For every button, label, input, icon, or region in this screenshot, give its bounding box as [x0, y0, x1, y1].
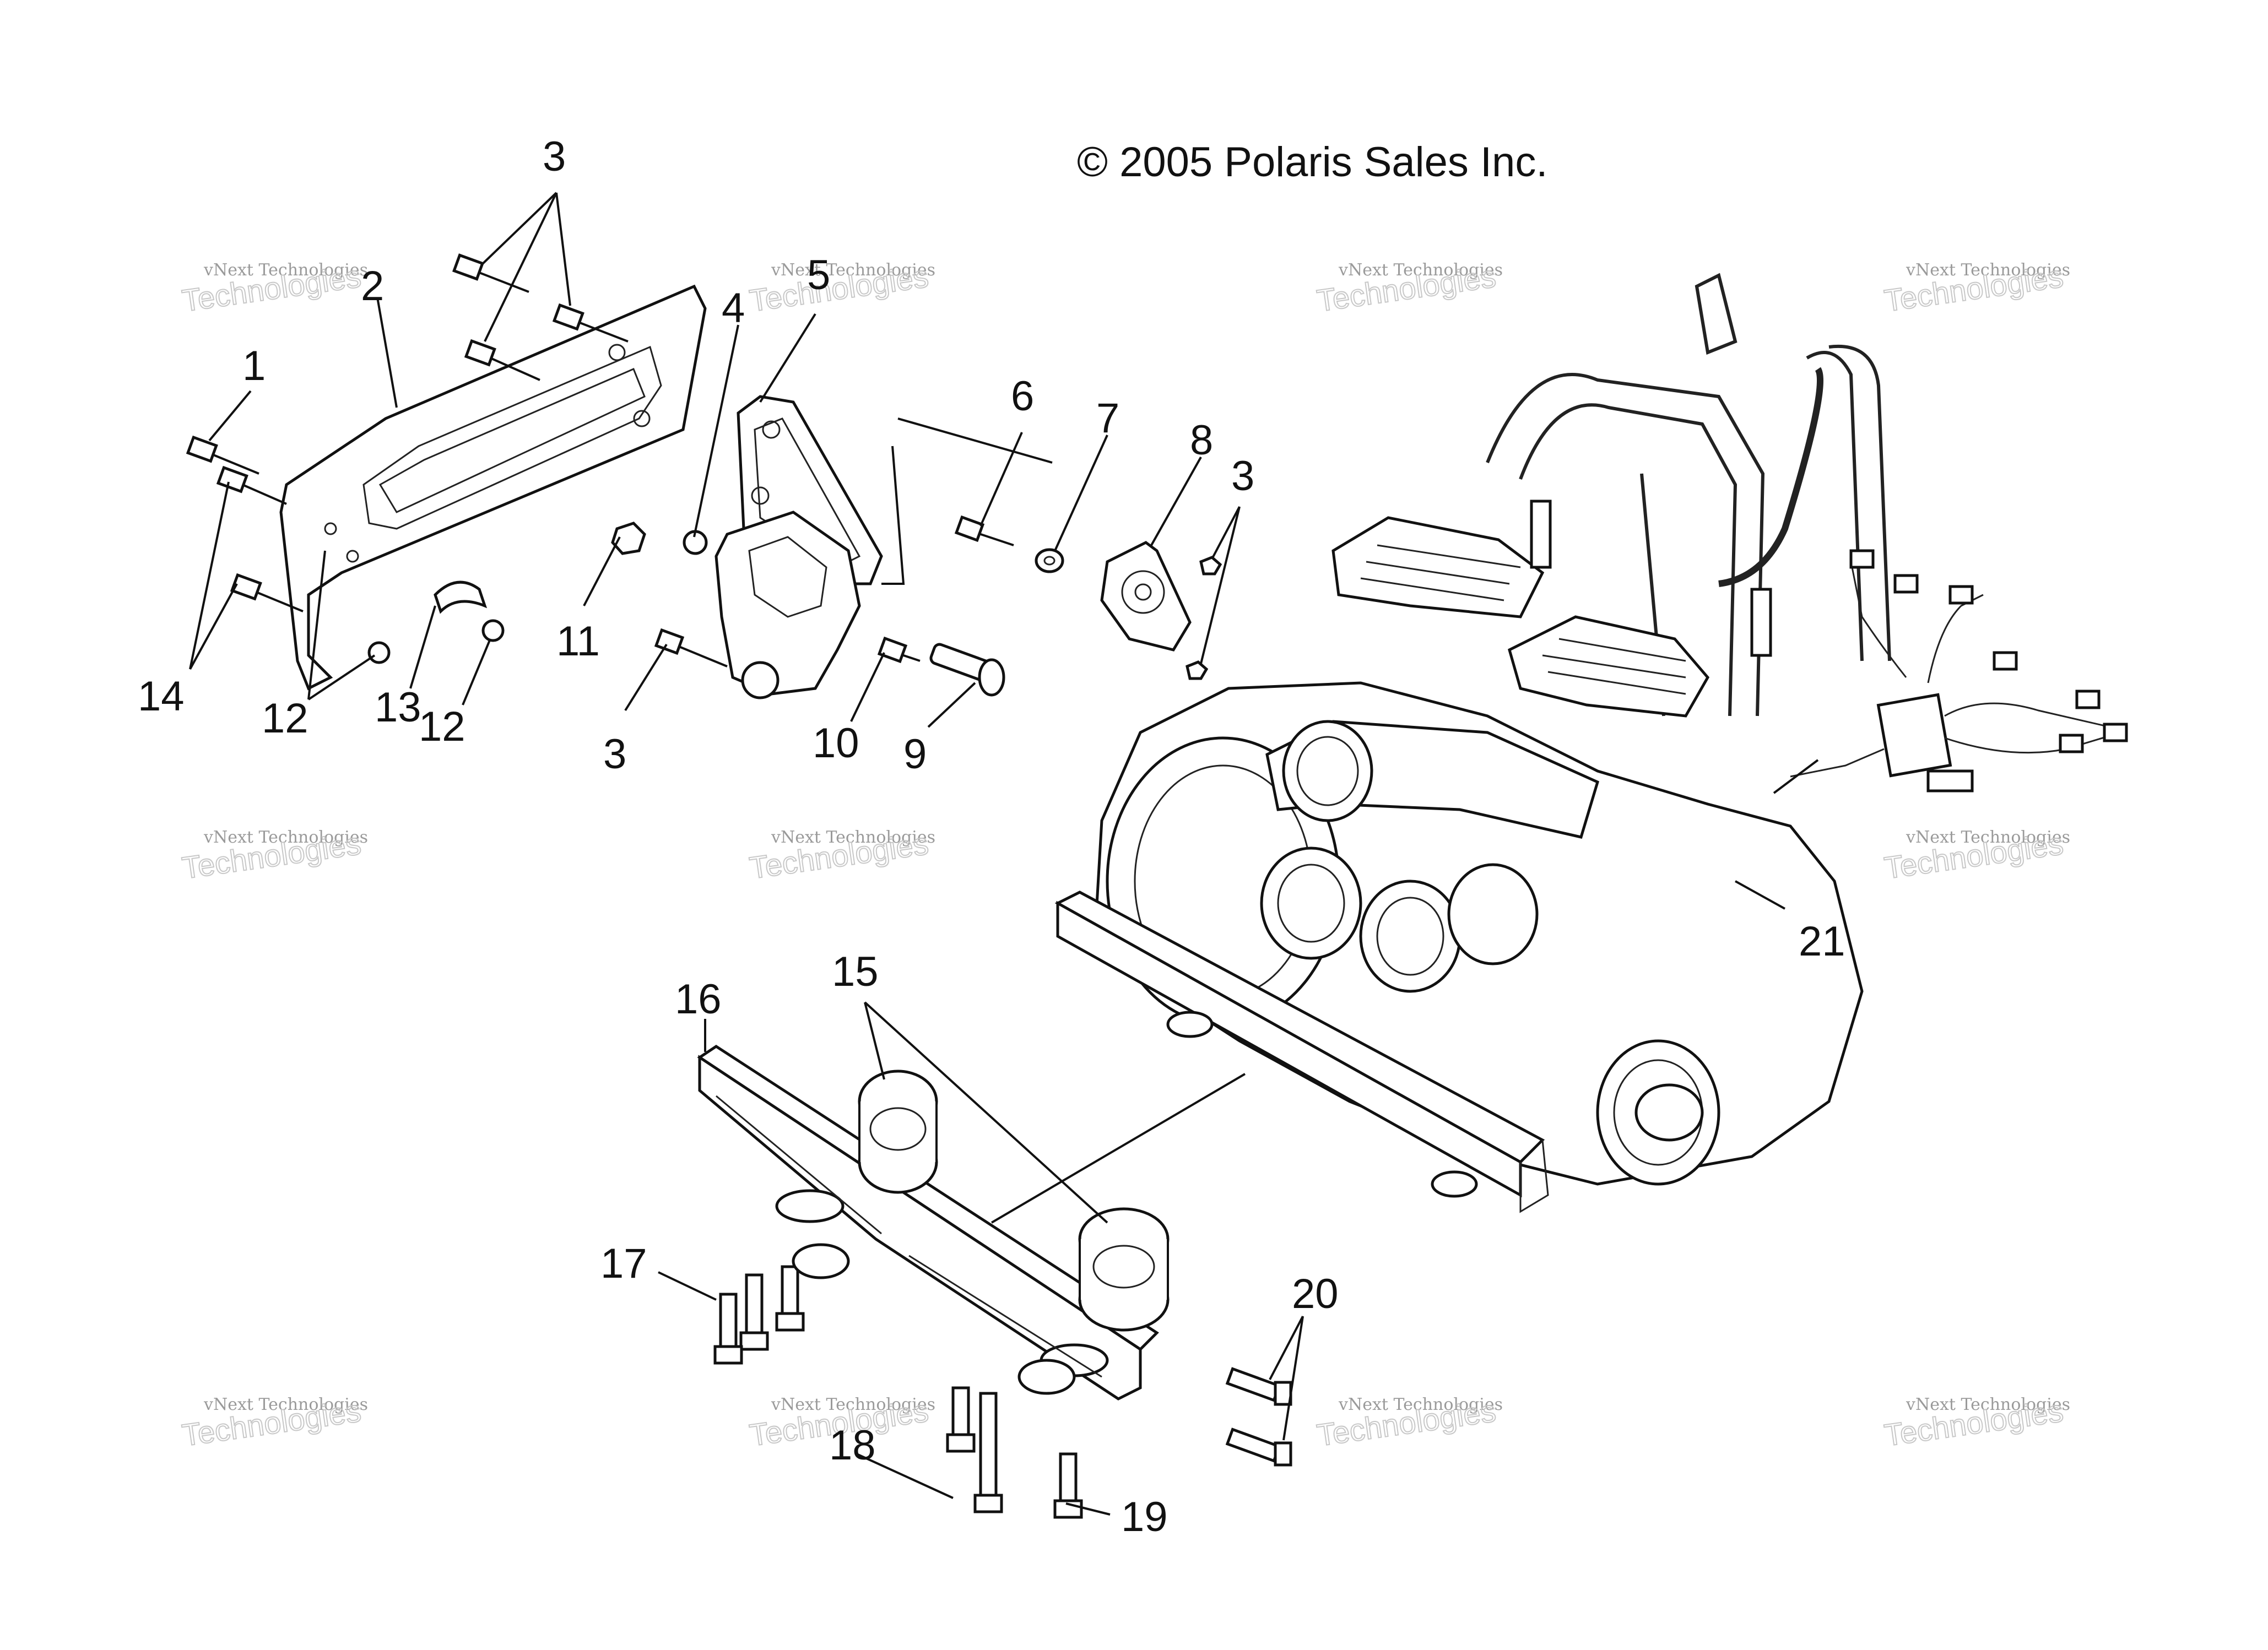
engine-mount-housing: [714, 511, 861, 699]
lower-bolts: [713, 1243, 1292, 1519]
callout-2: 2: [361, 263, 384, 310]
callout-16: 16: [675, 976, 722, 1023]
callout-12: 12: [419, 703, 465, 750]
callout-3: 3: [603, 731, 626, 778]
callout-4: 4: [722, 285, 745, 332]
svg-text:vNext Technologies: vNext Technologies: [203, 260, 368, 280]
callout-12: 12: [262, 695, 308, 742]
callout-3: 3: [1231, 453, 1254, 500]
front-mount: [954, 515, 1222, 680]
svg-text:vNext Technologies: vNext Technologies: [1906, 260, 2070, 280]
svg-text:vNext Technologies: vNext Technologies: [203, 828, 368, 847]
callout-18: 18: [829, 1422, 876, 1469]
svg-text:vNext Technologies: vNext Technologies: [1338, 260, 1503, 280]
callout-8: 8: [1190, 417, 1213, 464]
callout-20: 20: [1292, 1271, 1339, 1317]
leader-lines: [189, 192, 1785, 1516]
callout-21: 21: [1799, 918, 1845, 965]
svg-text:vNext Technologies: vNext Technologies: [771, 260, 935, 280]
svg-text:vNext Technologies: vNext Technologies: [1906, 1395, 2070, 1414]
callout-13: 13: [375, 684, 421, 731]
svg-text:vNext Technologies: vNext Technologies: [1906, 828, 2070, 847]
callout-10: 10: [813, 720, 859, 767]
svg-text:vNext Technologies: vNext Technologies: [203, 1395, 368, 1414]
small-hardware: [611, 522, 1005, 697]
bracket-plate: [279, 284, 707, 691]
callout-6: 6: [1011, 373, 1034, 420]
callout-11: 11: [556, 618, 600, 665]
callout-15: 15: [832, 948, 879, 995]
callout-17: 17: [600, 1240, 647, 1287]
callout-3: 3: [543, 133, 566, 180]
callout-7: 7: [1096, 395, 1119, 442]
callouts: 1 2 3 3 3 4 5 6 7 8 9 10 11 12 12 13 14 …: [138, 133, 1845, 1540]
callout-5: 5: [807, 252, 830, 298]
callout-19: 19: [1121, 1494, 1168, 1540]
wiring-harness: [1773, 549, 2128, 794]
callout-1: 1: [242, 343, 266, 389]
callout-9: 9: [903, 731, 927, 778]
rubber-mounts: [858, 1070, 1170, 1332]
svg-text:vNext Technologies: vNext Technologies: [1338, 1395, 1503, 1414]
engine-assembly: [1054, 273, 1891, 1213]
bolts-upper: [186, 253, 629, 664]
crossmember: [697, 1045, 1159, 1401]
svg-text:vNext Technologies: vNext Technologies: [771, 828, 935, 847]
svg-text:vNext Technologies: vNext Technologies: [771, 1395, 935, 1414]
callout-14: 14: [138, 673, 185, 720]
copyright-text: © 2005 Polaris Sales Inc.: [1077, 139, 1547, 186]
